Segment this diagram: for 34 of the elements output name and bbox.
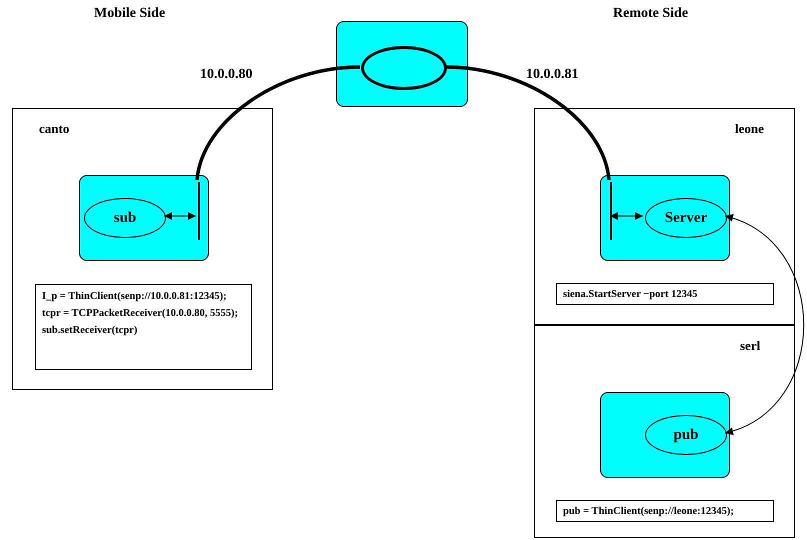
host-box	[12, 108, 273, 390]
component-box	[600, 175, 730, 261]
address-label: 10.0.0.80	[200, 67, 252, 83]
process-name: Server	[664, 210, 708, 226]
host-name: leone	[735, 121, 764, 137]
process-ellipse	[645, 415, 727, 455]
process-name: sub	[114, 210, 136, 226]
component-box	[600, 392, 730, 478]
process-ellipse	[645, 198, 727, 238]
code-line: tcpr = TCPPacketReceiver(10.0.0.80, 5555);	[42, 308, 238, 319]
code-line: pub = ThinClient(senp://leone:12345);	[563, 506, 734, 516]
process-ellipse	[84, 198, 166, 238]
process-name: pub	[673, 426, 699, 444]
code-line: I_p = ThinClient(senp://10.0.0.81:12345);	[42, 291, 227, 302]
component-box	[79, 175, 209, 261]
code-line: sub.setReceiver(tcpr)	[42, 325, 138, 336]
component-box	[336, 21, 468, 107]
arrow	[610, 212, 644, 220]
address-label: 10.0.0.81	[526, 67, 578, 83]
arrow	[164, 212, 196, 220]
code-box	[35, 284, 252, 370]
side-heading: Mobile Side	[94, 6, 166, 22]
emulator-ellipse	[361, 46, 447, 90]
code-box	[556, 283, 774, 305]
host-name: canto	[39, 121, 70, 137]
side-heading: Remote Side	[613, 6, 688, 22]
network-link	[195, 65, 360, 180]
host-box	[534, 108, 795, 325]
host-box	[534, 325, 795, 538]
code-box	[556, 500, 774, 522]
host-name: serl	[740, 338, 760, 354]
network-link	[446, 65, 611, 180]
arrow	[724, 215, 804, 434]
code-line: siena.StartServer −port 12345	[563, 288, 698, 300]
